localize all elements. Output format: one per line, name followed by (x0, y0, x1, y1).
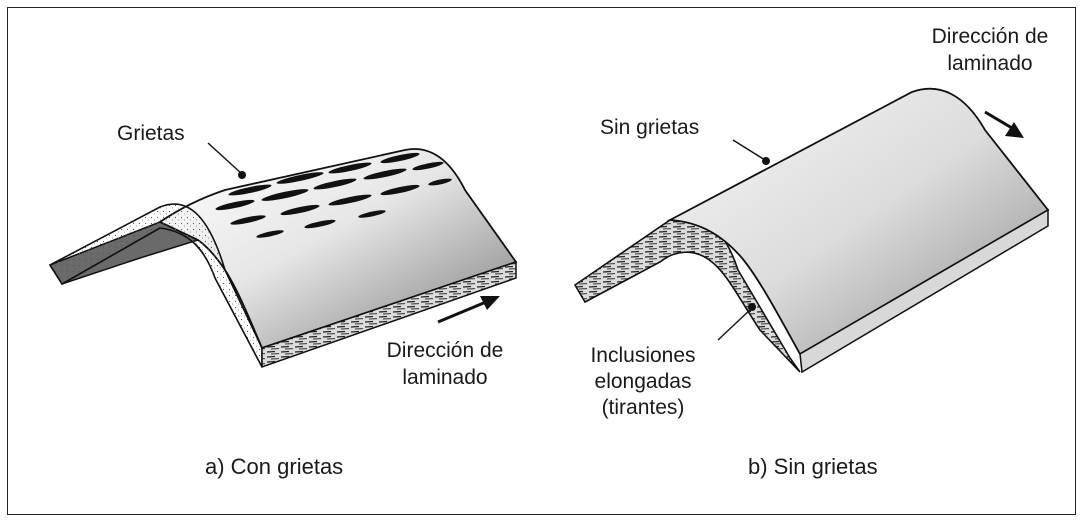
label-inclusions-line3: (tirantes) (601, 396, 685, 419)
no-cracks-leader-dot (762, 157, 770, 165)
cracks-leader-line (207, 142, 243, 175)
inclusions-leader-dot (748, 303, 756, 311)
sheet-a (48, 142, 518, 369)
caption-b: b) Sin grietas (748, 454, 878, 479)
label-rolling-direction-a-line1: Dirección de (386, 339, 504, 362)
label-inclusions-line2: elongadas (594, 370, 692, 393)
sheet-b (573, 87, 1050, 374)
label-rolling-direction-a-line2: laminado (402, 366, 488, 389)
label-rolling-direction-b-line1: Dirección de (931, 25, 1049, 48)
label-rolling-direction-b-line2: laminado (947, 52, 1033, 75)
rolling-arrow-a (437, 300, 487, 324)
label-no-cracks: Sin grietas (600, 116, 700, 139)
no-cracks-leader-line (732, 139, 766, 161)
rolling-arrow-a-head (480, 296, 500, 310)
cracks-marks (215, 152, 452, 238)
rolling-arrow-b (984, 110, 1013, 130)
inclusions-leader-line (717, 307, 753, 341)
label-cracks: Grietas (117, 122, 185, 145)
cracks-leader-dot (238, 171, 246, 179)
label-inclusions-line1: Inclusiones (590, 344, 696, 367)
rolling-arrow-b-head (1005, 122, 1024, 138)
sheet-a-edge (261, 260, 517, 369)
sheet-b-edge (799, 208, 1049, 374)
sheet-b-top-surface (666, 87, 1050, 356)
caption-a: a) Con grietas (205, 454, 344, 479)
